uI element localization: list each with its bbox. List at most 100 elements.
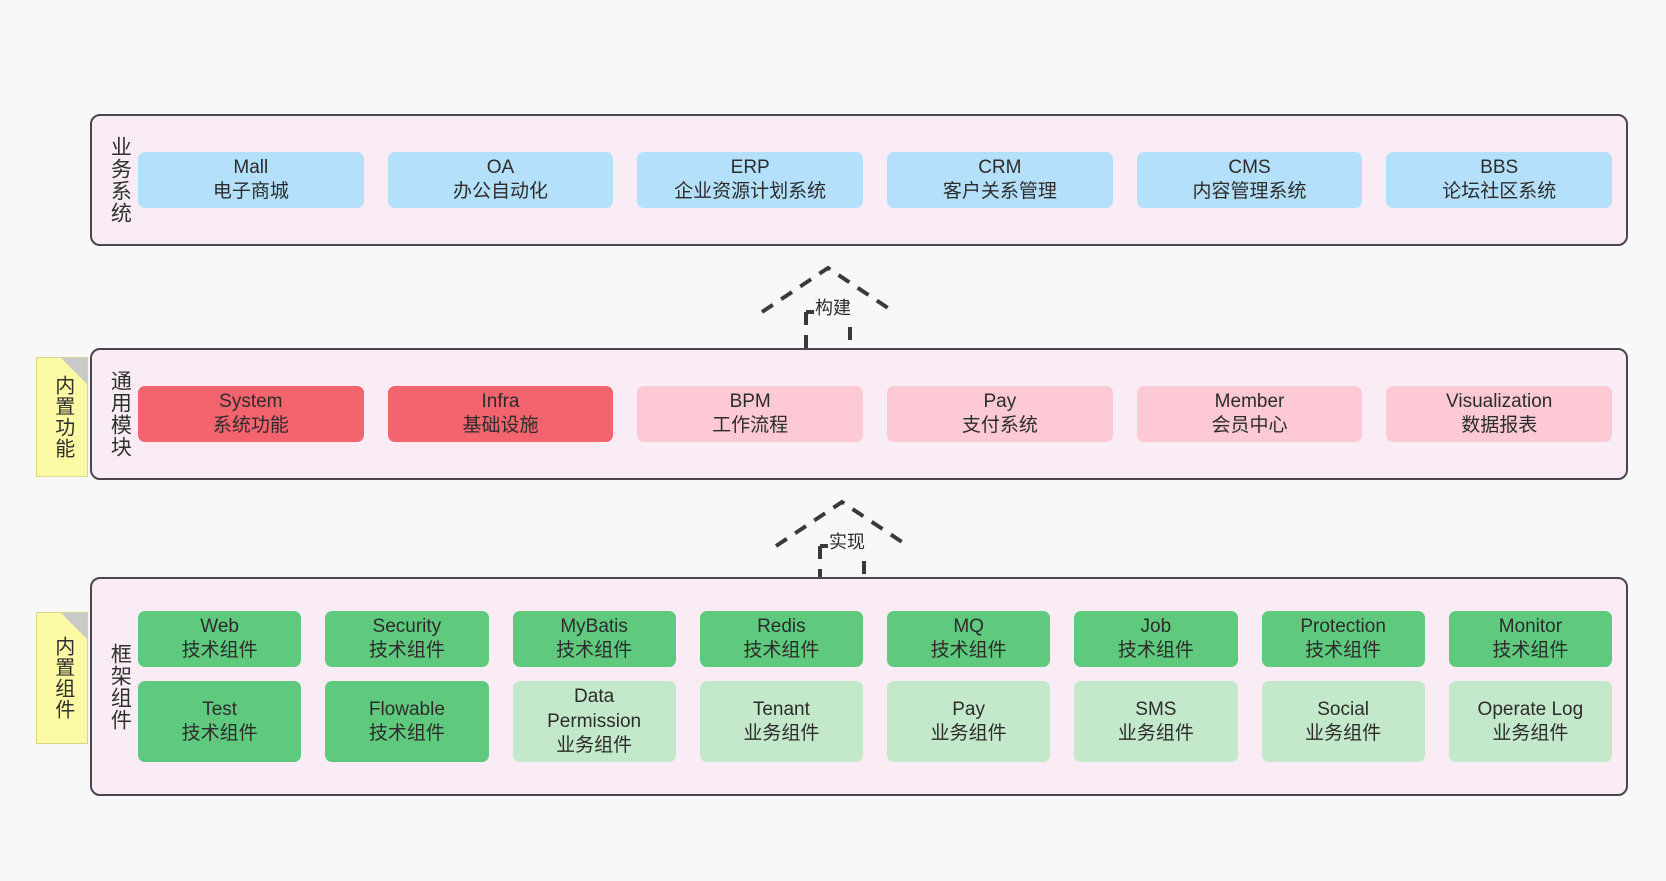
card-redis[interactable]: Redis 技术组件 [699, 610, 863, 668]
layer-title-common-modules: 通用模块 [108, 370, 132, 458]
card-web[interactable]: Web 技术组件 [138, 610, 302, 668]
card-title: Security [372, 615, 442, 637]
card-system[interactable]: System 系统功能 [138, 385, 364, 443]
card-mybatis[interactable]: MyBatis 技术组件 [512, 610, 676, 668]
layer-body-common-modules: System 系统功能 Infra 基础设施 BPM 工作流程 Pay 支付系统… [138, 360, 1613, 468]
card-row: System 系统功能 Infra 基础设施 BPM 工作流程 Pay 支付系统… [138, 385, 1613, 443]
note-label: 内置功能 [51, 375, 74, 459]
card-pay[interactable]: Pay 支付系统 [887, 385, 1113, 443]
card-row-business: Test 技术组件 Flowable 技术组件 Data Permission … [138, 681, 1612, 763]
connector-label-build: 构建 [814, 294, 852, 320]
card-flowable[interactable]: Flowable 技术组件 [325, 681, 489, 763]
card-subtitle: 基础设施 [462, 415, 539, 436]
card-title: Data Permission [547, 686, 642, 732]
card-title: Member [1214, 390, 1285, 412]
card-title: Infra [481, 390, 520, 412]
card-title: Monitor [1498, 615, 1563, 637]
card-subtitle: 技术组件 [181, 722, 258, 744]
card-title: BPM [729, 390, 771, 412]
card-title: BBS [1480, 156, 1519, 178]
card-subtitle: 技术组件 [1305, 640, 1382, 662]
card-title: SMS [1135, 698, 1177, 720]
note-builtin-functions[interactable]: 内置功能 [36, 357, 88, 477]
connector-build: 构建 [758, 262, 938, 354]
layer-common-modules[interactable]: 通用模块 System 系统功能 Infra 基础设施 BPM 工作流程 Pay… [90, 348, 1628, 480]
card-title: Visualization [1446, 390, 1553, 412]
card-subtitle: 技术组件 [368, 640, 445, 662]
card-bpm[interactable]: BPM 工作流程 [637, 385, 864, 443]
layer-framework-components[interactable]: 框架组件 Web 技术组件 Security 技术组件 MyBatis 技术组件… [90, 577, 1628, 796]
card-subtitle: 办公自动化 [453, 181, 549, 202]
card-title: CMS [1228, 156, 1271, 178]
card-title: Social [1317, 698, 1369, 720]
card-mq[interactable]: MQ 技术组件 [887, 610, 1051, 668]
card-row: Mall 电子商城 OA 办公自动化 ERP 企业资源计划系统 CRM 客户关系… [138, 151, 1613, 209]
card-subtitle: 企业资源计划系统 [674, 181, 827, 202]
card-title: Pay [983, 390, 1017, 412]
card-pay-business[interactable]: Pay 业务组件 [887, 681, 1051, 763]
card-title: MyBatis [560, 615, 628, 637]
card-subtitle: 技术组件 [1117, 640, 1194, 662]
card-cms[interactable]: CMS 内容管理系统 [1136, 151, 1363, 209]
layer-body-framework-components: Web 技术组件 Security 技术组件 MyBatis 技术组件 Redi… [138, 591, 1612, 782]
card-subtitle: 论坛社区系统 [1442, 181, 1557, 202]
card-title: MQ [953, 615, 984, 637]
card-subtitle: 业务组件 [1117, 722, 1194, 744]
card-title: Operate Log [1477, 698, 1584, 720]
card-data-permission[interactable]: Data Permission 业务组件 [512, 681, 676, 763]
card-operate-log[interactable]: Operate Log 业务组件 [1448, 681, 1612, 763]
card-subtitle: 客户关系管理 [942, 181, 1057, 202]
card-security[interactable]: Security 技术组件 [325, 610, 489, 668]
card-title: Job [1140, 615, 1172, 637]
card-subtitle: 电子商城 [212, 181, 289, 202]
card-subtitle: 内容管理系统 [1192, 181, 1307, 202]
layer-body-business-systems: Mall 电子商城 OA 办公自动化 ERP 企业资源计划系统 CRM 客户关系… [138, 126, 1613, 234]
card-erp[interactable]: ERP 企业资源计划系统 [637, 151, 864, 209]
card-test[interactable]: Test 技术组件 [138, 681, 302, 763]
card-subtitle: 工作流程 [712, 415, 789, 436]
card-monitor[interactable]: Monitor 技术组件 [1448, 610, 1612, 668]
layer-title-business-systems: 业务系统 [108, 136, 132, 224]
card-title: Flowable [368, 698, 445, 720]
card-title: Redis [757, 615, 806, 637]
card-crm[interactable]: CRM 客户关系管理 [887, 151, 1113, 209]
card-title: Mall [233, 156, 269, 178]
card-subtitle: 技术组件 [1492, 640, 1569, 662]
card-subtitle: 系统功能 [212, 415, 289, 436]
card-row-tech: Web 技术组件 Security 技术组件 MyBatis 技术组件 Redi… [138, 610, 1612, 668]
card-mall[interactable]: Mall 电子商城 [138, 151, 364, 209]
card-subtitle: 数据报表 [1461, 415, 1538, 436]
layer-title-framework-components: 框架组件 [108, 642, 132, 731]
connector-label-implement: 实现 [828, 528, 866, 554]
card-subtitle: 业务组件 [1305, 722, 1382, 744]
card-title: CRM [978, 156, 1022, 178]
card-infra[interactable]: Infra 基础设施 [387, 385, 614, 443]
card-subtitle: 技术组件 [181, 640, 258, 662]
card-title: Tenant [752, 698, 810, 720]
card-visualization[interactable]: Visualization 数据报表 [1386, 385, 1613, 443]
card-title: Pay [952, 698, 985, 720]
card-subtitle: 业务组件 [743, 722, 820, 744]
note-builtin-components[interactable]: 内置组件 [36, 612, 88, 744]
card-oa[interactable]: OA 办公自动化 [387, 151, 614, 209]
card-protection[interactable]: Protection 技术组件 [1261, 610, 1425, 668]
card-subtitle: 技术组件 [368, 722, 445, 744]
note-label: 内置组件 [51, 636, 74, 720]
card-subtitle: 技术组件 [556, 640, 633, 662]
card-subtitle: 业务组件 [930, 722, 1007, 744]
card-sms[interactable]: SMS 业务组件 [1074, 681, 1238, 763]
card-title: Protection [1300, 615, 1386, 637]
card-subtitle: 会员中心 [1211, 415, 1288, 436]
card-subtitle: 技术组件 [743, 640, 820, 662]
card-subtitle: 技术组件 [930, 640, 1007, 662]
card-bbs[interactable]: BBS 论坛社区系统 [1386, 151, 1613, 209]
card-social[interactable]: Social 业务组件 [1261, 681, 1425, 763]
card-job[interactable]: Job 技术组件 [1074, 610, 1238, 668]
dashed-hollow-arrow-up-icon [774, 499, 910, 586]
card-tenant[interactable]: Tenant 业务组件 [699, 681, 863, 763]
layer-business-systems[interactable]: 业务系统 Mall 电子商城 OA 办公自动化 ERP 企业资源计划系统 CRM… [90, 114, 1628, 246]
card-subtitle: 业务组件 [556, 734, 633, 756]
card-title: Test [202, 698, 238, 720]
card-member[interactable]: Member 会员中心 [1136, 385, 1363, 443]
